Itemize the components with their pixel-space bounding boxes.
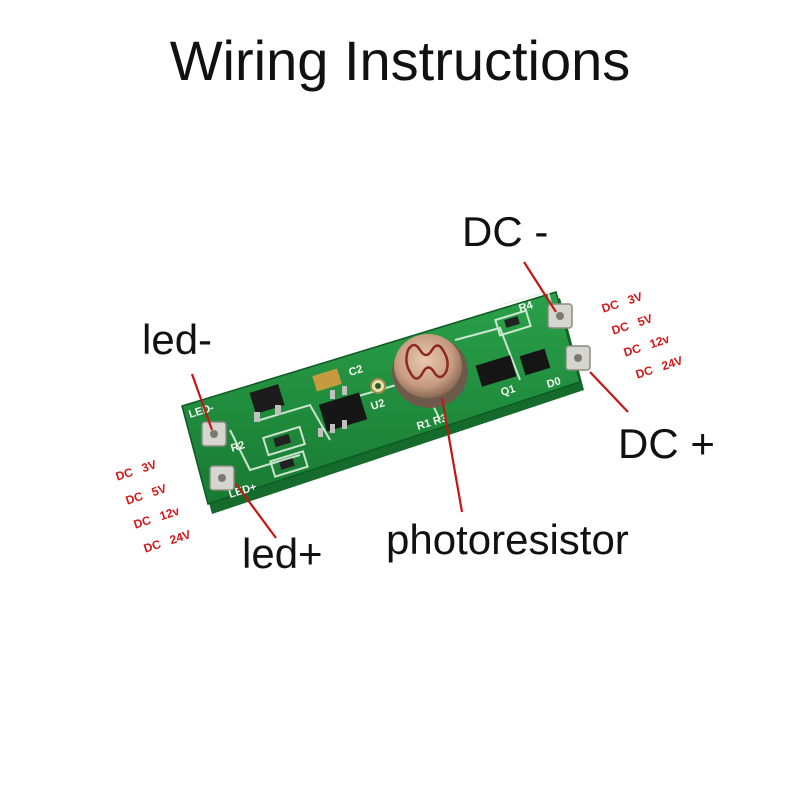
label-led-minus: led- [142, 316, 213, 363]
pointer-lines [190, 261, 629, 539]
pointer-dc-minus [523, 261, 557, 313]
pointer-led-minus [190, 373, 214, 431]
silk-r2: R2 [229, 439, 246, 455]
silk-d0: D0 [545, 375, 562, 391]
silk-r4: R4 [517, 299, 535, 315]
label-dc-plus: DC + [618, 420, 715, 467]
silk-c2: C2 [347, 363, 364, 379]
pointer-led-plus [235, 483, 277, 539]
pointer-photoresistor [440, 397, 464, 513]
label-dc-minus: DC - [462, 208, 549, 255]
solder-pads [201, 303, 591, 491]
pcb-components [249, 316, 551, 470]
photoresistor-component [392, 334, 468, 408]
label-led-plus: led+ [242, 530, 323, 577]
silk-u2: U2 [369, 397, 386, 413]
label-photoresistor: photoresistor [386, 516, 629, 563]
pointer-dc-plus [589, 371, 629, 413]
page-title: Wiring Instructions [169, 29, 631, 92]
silk-q1: Q1 [499, 383, 517, 399]
